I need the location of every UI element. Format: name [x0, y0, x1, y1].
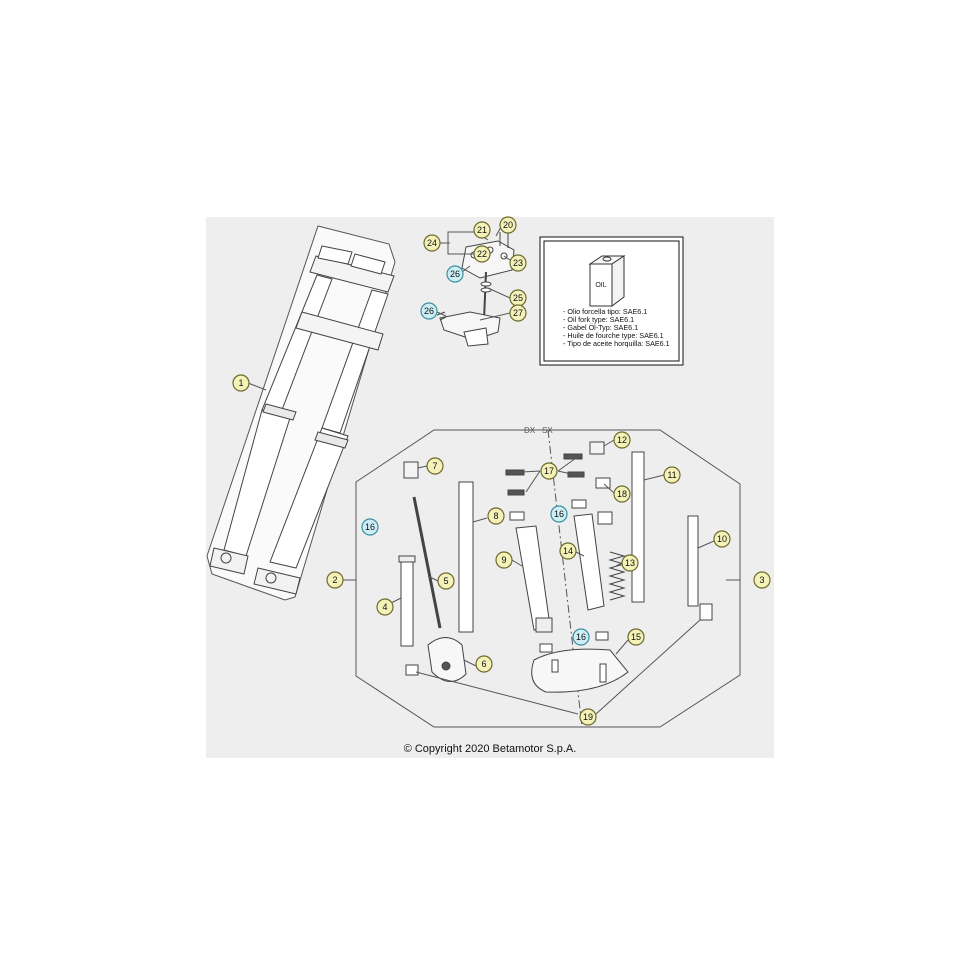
- callout-17-label: 17: [544, 466, 554, 476]
- callout-26-left-label: 26: [424, 306, 434, 316]
- cartridge-kit-frame: [355, 429, 741, 728]
- callout-10-label: 10: [717, 534, 727, 544]
- callout-26-left: 26: [420, 302, 438, 320]
- oil-note-box: OIL - Olio forcella tipo: SAE6.1 - Oil f…: [539, 236, 684, 366]
- callout-16-bottom: 16: [572, 628, 590, 646]
- callout-6-label: 6: [481, 659, 486, 669]
- callout-4-label: 4: [382, 602, 387, 612]
- callout-16-bottom-label: 16: [576, 632, 586, 642]
- callout-26-top: 26: [446, 265, 464, 283]
- callout-16-left: 16: [361, 518, 379, 536]
- callout-19-label: 19: [583, 712, 593, 722]
- copyright-notice: © Copyright 2020 Betamotor S.p.A.: [403, 743, 577, 755]
- callout-27-label: 27: [513, 308, 523, 318]
- callout-7-label: 7: [432, 461, 437, 471]
- callout-17: 17: [540, 462, 558, 480]
- callout-22-label: 22: [477, 249, 487, 259]
- oil-note-line-2: - Oil fork type: SAE6.1: [563, 315, 634, 324]
- callout-15: 15: [627, 628, 645, 646]
- oil-can-icon: OIL: [588, 255, 626, 307]
- callout-22: 22: [473, 245, 491, 263]
- callout-4: 4: [376, 598, 394, 616]
- center-divider: [547, 429, 583, 728]
- callout-12: 12: [613, 431, 631, 449]
- side-label-right: DX: [524, 426, 536, 435]
- callout-23: 23: [509, 254, 527, 272]
- oil-can-label: OIL: [595, 282, 606, 289]
- callout-25: 25: [509, 289, 527, 307]
- callout-8: 8: [487, 507, 505, 525]
- callout-23-label: 23: [513, 258, 523, 268]
- callout-5-label: 5: [443, 576, 448, 586]
- callout-26-top-label: 26: [450, 269, 460, 279]
- callout-2: 2: [326, 571, 344, 589]
- callout-1: 1: [232, 374, 250, 392]
- callout-14-label: 14: [563, 546, 573, 556]
- callout-19: 19: [579, 708, 597, 726]
- callouts: 1 2 3 4 5 6 7 8 9 10 11 12 13 14 15 16 1…: [232, 216, 771, 726]
- cartridge-parts-drawing: [398, 441, 713, 693]
- callout-24-label: 24: [427, 238, 437, 248]
- callout-2-label: 2: [332, 575, 337, 585]
- callout-1-label: 1: [238, 378, 243, 388]
- callout-21-label: 21: [477, 225, 487, 235]
- callout-7: 7: [426, 457, 444, 475]
- callout-9: 9: [495, 551, 513, 569]
- callout-14: 14: [559, 542, 577, 560]
- callout-15-label: 15: [631, 632, 641, 642]
- callout-11-label: 11: [667, 470, 676, 480]
- callout-16-left-label: 16: [365, 522, 375, 532]
- callout-18: 18: [613, 485, 631, 503]
- callout-12-label: 12: [617, 435, 627, 445]
- callout-20: 20: [499, 216, 517, 234]
- callout-21: 21: [473, 221, 491, 239]
- callout-3-label: 3: [759, 575, 764, 585]
- oil-note-line-4: - Huile de fourche type: SAE6.1: [563, 331, 664, 340]
- oil-note-line-5: - Tipo de aceite horquilla: SAE6.1: [563, 339, 670, 348]
- callout-10: 10: [713, 530, 731, 548]
- callout-8-label: 8: [493, 511, 498, 521]
- callout-13: 13: [621, 554, 639, 572]
- callout-11: 11: [663, 466, 681, 484]
- callout-3: 3: [753, 571, 771, 589]
- callout-13-label: 13: [625, 558, 635, 568]
- callout-6: 6: [475, 655, 493, 673]
- callout-24: 24: [423, 234, 441, 252]
- callout-25-label: 25: [513, 293, 523, 303]
- callout-16-top-label: 16: [554, 509, 564, 519]
- oil-note-line-3: - Gabel Öl-Typ: SAE6.1: [563, 323, 638, 332]
- side-label-left: SX: [542, 426, 553, 435]
- callout-27: 27: [509, 304, 527, 322]
- callout-18-label: 18: [617, 489, 627, 499]
- callout-20-label: 20: [503, 220, 513, 230]
- fork-assembly-drawing: [206, 225, 396, 601]
- callout-16-top: 16: [550, 505, 568, 523]
- oil-note-line-1: - Olio forcella tipo: SAE6.1: [563, 307, 647, 316]
- callout-9-label: 9: [501, 555, 506, 565]
- callout-5: 5: [437, 572, 455, 590]
